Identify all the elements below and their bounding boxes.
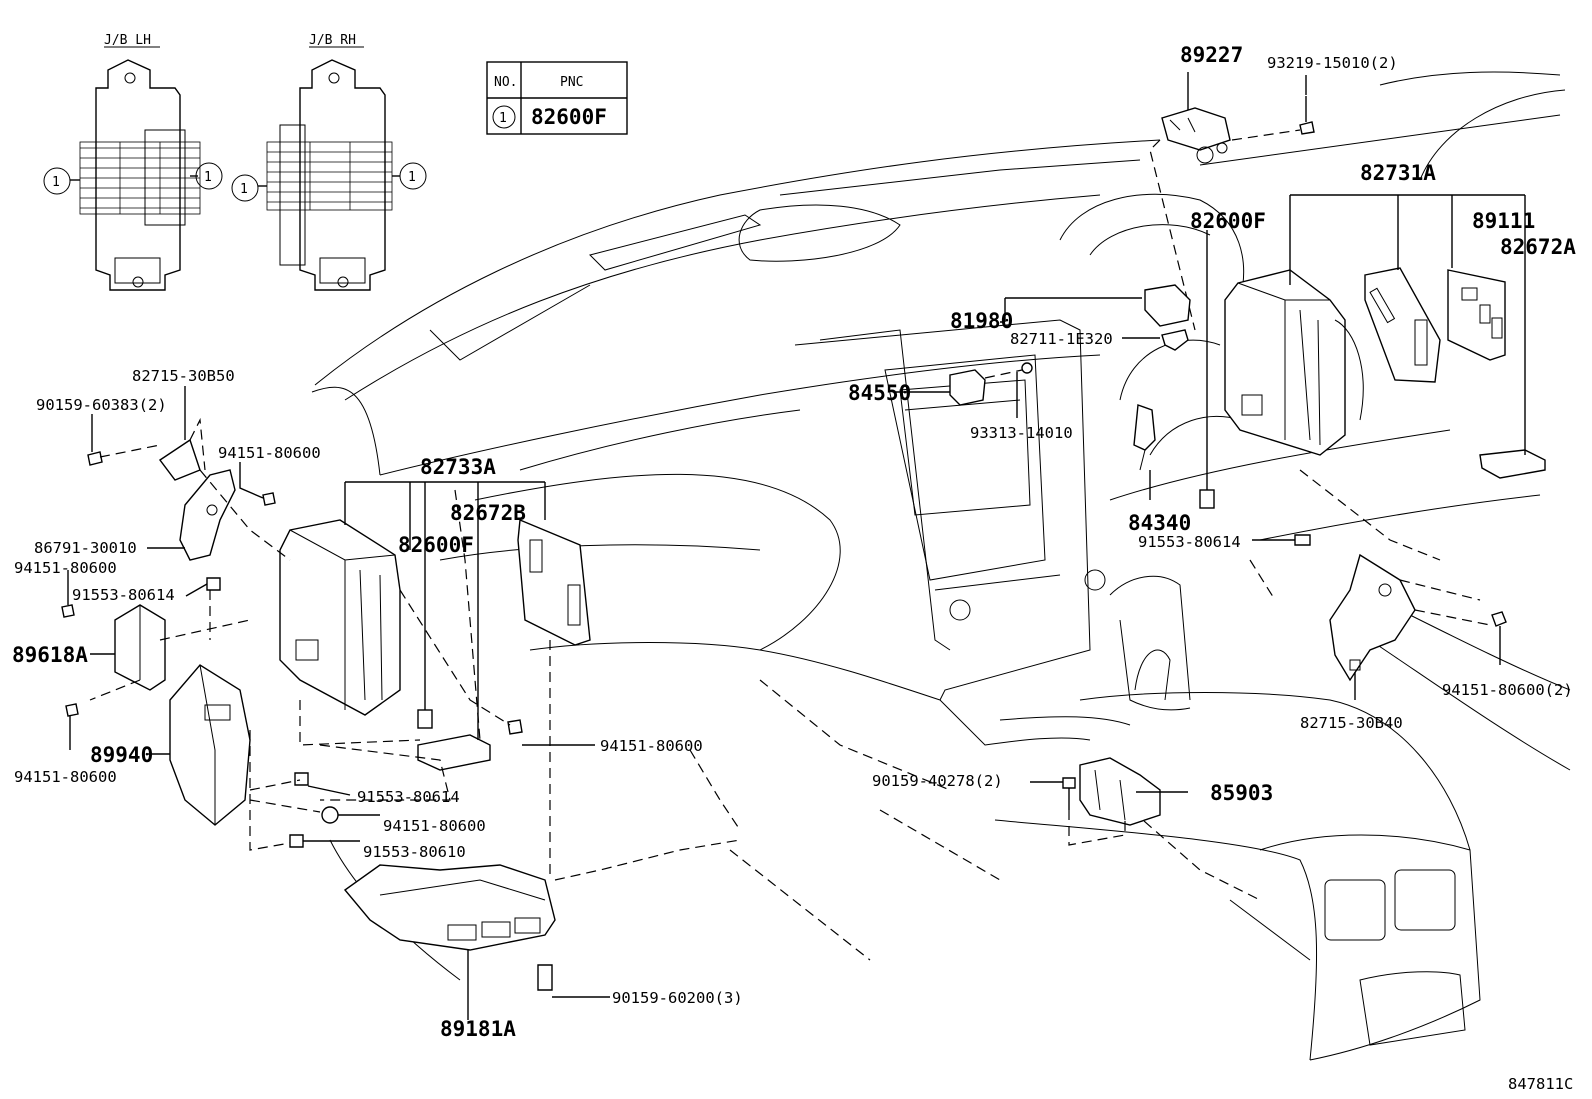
jb-rh-title: J/B RH bbox=[309, 33, 356, 48]
label-82600f-right: 82600F bbox=[1190, 209, 1266, 233]
part-94151-nut-a bbox=[262, 492, 276, 506]
pnc-table: NO. PNC 1 82600F bbox=[486, 61, 628, 135]
part-82711-clip bbox=[1161, 329, 1189, 351]
part-90159-60200-bolt bbox=[537, 964, 553, 991]
label-86791-30010: 86791-30010 bbox=[34, 539, 137, 557]
label-81980: 81980 bbox=[950, 309, 1013, 333]
part-82672b-bracket bbox=[417, 734, 491, 771]
part-93313-screw bbox=[1021, 362, 1033, 374]
part-93219-bolt bbox=[1299, 96, 1315, 135]
part-84340-switch bbox=[1133, 404, 1156, 471]
part-82672b-board bbox=[517, 518, 591, 646]
part-91553-bolt-a bbox=[206, 577, 221, 591]
label-94151-80600-c: 94151-80600 bbox=[14, 768, 117, 786]
dashboard-outline bbox=[311, 71, 1571, 1061]
junction-box-rh bbox=[258, 59, 400, 291]
part-82672a-board bbox=[1447, 269, 1506, 361]
label-90159-60200: 90159-60200(3) bbox=[612, 989, 743, 1007]
label-82672a: 82672A bbox=[1500, 235, 1576, 259]
junction-box-lh bbox=[70, 59, 201, 291]
part-85903-module bbox=[1079, 757, 1161, 826]
label-89181a: 89181A bbox=[440, 1017, 516, 1041]
label-89111: 89111 bbox=[1472, 209, 1535, 233]
label-82715-30b50: 82715-30B50 bbox=[132, 367, 235, 385]
label-82731a: 82731A bbox=[1360, 161, 1436, 185]
label-90159-40278: 90159-40278(2) bbox=[872, 772, 1003, 790]
label-91553-80610: 91553-80610 bbox=[363, 843, 466, 861]
part-89111-ecu-board bbox=[1364, 267, 1441, 383]
label-94151-80600-e: 94151-80600 bbox=[383, 817, 486, 835]
part-89181a-ecu bbox=[343, 864, 556, 951]
label-82600f-left: 82600F bbox=[398, 533, 474, 557]
label-84550: 84550 bbox=[848, 381, 911, 405]
part-81980-relay bbox=[1144, 284, 1191, 327]
part-91553-bolt-right bbox=[1294, 534, 1311, 546]
pnc-row-pnc: 82600F bbox=[531, 105, 607, 129]
svg-text:1: 1 bbox=[240, 182, 248, 197]
svg-text:1: 1 bbox=[204, 170, 212, 185]
callout-1-d: 1 bbox=[399, 162, 427, 190]
label-94151-80600-b: 94151-80600 bbox=[14, 559, 117, 577]
svg-text:1: 1 bbox=[408, 170, 416, 185]
part-89227-sensor bbox=[1161, 107, 1231, 164]
label-82672b: 82672B bbox=[450, 501, 526, 525]
label-82733a: 82733A bbox=[420, 455, 496, 479]
part-89618a-module bbox=[114, 604, 166, 691]
part-82733a-module bbox=[279, 519, 401, 716]
part-82672a-bracket bbox=[1479, 449, 1546, 479]
part-94151-nut-d bbox=[507, 719, 523, 735]
label-90159-60383: 90159-60383(2) bbox=[36, 396, 167, 414]
label-82715-30b40: 82715-30B40 bbox=[1300, 714, 1403, 732]
part-82715-30b50-bracket bbox=[158, 438, 201, 481]
label-93219-15010: 93219-15010(2) bbox=[1267, 54, 1398, 72]
label-82711-1e320: 82711-1E320 bbox=[1010, 330, 1113, 348]
pnc-header-no: NO. bbox=[494, 75, 517, 90]
label-89618a: 89618A bbox=[12, 643, 88, 667]
label-85903: 85903 bbox=[1210, 781, 1273, 805]
part-90159-60383-bolt bbox=[87, 451, 103, 466]
part-82731a-module bbox=[1224, 269, 1364, 456]
part-84550-switch bbox=[949, 369, 986, 406]
label-94151-80600-a: 94151-80600 bbox=[218, 444, 321, 462]
part-90159-40278-bolt bbox=[1062, 777, 1076, 810]
part-94151-nut-c bbox=[65, 703, 79, 717]
label-91553-80614-right: 91553-80614 bbox=[1138, 533, 1241, 551]
label-91553-80614-a: 91553-80614 bbox=[72, 586, 175, 604]
callout-1-c: 1 bbox=[231, 174, 259, 202]
callout-1-a: 1 bbox=[43, 167, 71, 195]
svg-text:1: 1 bbox=[52, 175, 60, 190]
part-82600f-fuse-right bbox=[1199, 489, 1215, 509]
jb-lh-title: J/B LH bbox=[104, 33, 151, 48]
label-94151-80600-2: 94151-80600(2) bbox=[1442, 681, 1573, 699]
part-94151-nut-b bbox=[61, 604, 75, 618]
pnc-row-no: 1 bbox=[499, 111, 507, 126]
label-91553-80614-b: 91553-80614 bbox=[357, 788, 460, 806]
label-84340: 84340 bbox=[1128, 511, 1191, 535]
part-91553-bolt-b bbox=[294, 772, 309, 786]
part-86791-bracket bbox=[179, 469, 236, 561]
label-93313-14010: 93313-14010 bbox=[970, 424, 1073, 442]
label-89227: 89227 bbox=[1180, 43, 1243, 67]
illustration-number: 847811C bbox=[1508, 1075, 1573, 1093]
callout-1-b: 1 bbox=[195, 162, 223, 190]
label-89940: 89940 bbox=[90, 743, 153, 767]
label-94151-80600-d: 94151-80600 bbox=[600, 737, 703, 755]
pnc-header-pnc: PNC bbox=[560, 75, 583, 90]
part-94151-nut-right bbox=[1491, 611, 1507, 627]
part-94151-nut-e bbox=[321, 806, 339, 824]
part-91553-80610-bolt bbox=[289, 834, 304, 848]
part-82600f-fuse-left bbox=[417, 709, 433, 729]
part-82715-30b40-bracket bbox=[1329, 553, 1416, 682]
part-89940-module bbox=[169, 664, 251, 826]
